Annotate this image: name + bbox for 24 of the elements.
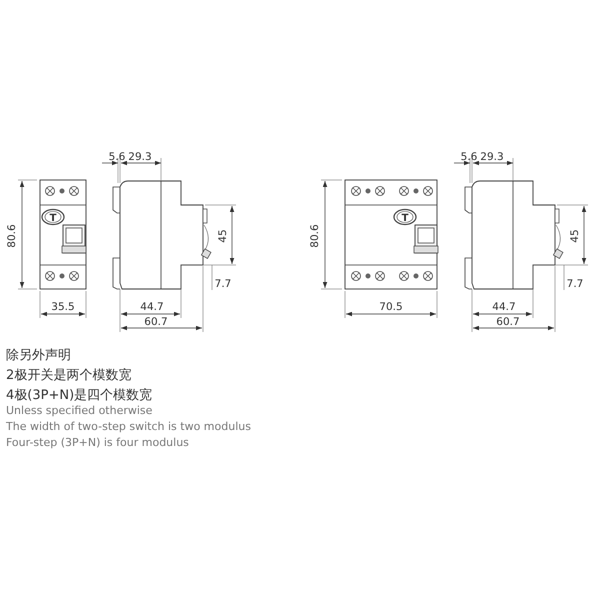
dimension-value: 5.6	[108, 151, 126, 163]
dimension-value: 60.7	[496, 316, 520, 328]
test-button-letter: T	[50, 213, 56, 224]
note-text: 除另外声明	[6, 347, 71, 364]
note-text: The width of two-step switch is two modulus	[6, 420, 251, 433]
dimension-value: 7.7	[566, 278, 584, 290]
dimension-value: 80.6	[6, 224, 18, 248]
note-text: Unless specified otherwise	[6, 404, 152, 417]
test-button-letter: T	[402, 213, 408, 224]
dimension-value: 70.5	[379, 301, 403, 313]
dimension-value: 44.7	[492, 301, 516, 313]
note-text: 2极开关是两个模数宽	[6, 367, 132, 384]
dimension-value: 45	[217, 229, 229, 243]
dimension-value: 5.6	[460, 151, 478, 163]
note-text: Four-step (3P+N) is four modulus	[6, 436, 189, 449]
dimension-value: 35.5	[51, 301, 75, 313]
dimension-value: 7.7	[214, 278, 232, 290]
dimension-value: 44.7	[140, 301, 164, 313]
note-text: 4极(3P+N)是四个模数宽	[6, 387, 152, 404]
dimension-value: 29.3	[128, 151, 152, 163]
dimension-value: 45	[569, 229, 581, 243]
dimension-value: 60.7	[144, 316, 168, 328]
dimension-value: 29.3	[480, 151, 504, 163]
dimension-value: 80.6	[309, 224, 321, 248]
